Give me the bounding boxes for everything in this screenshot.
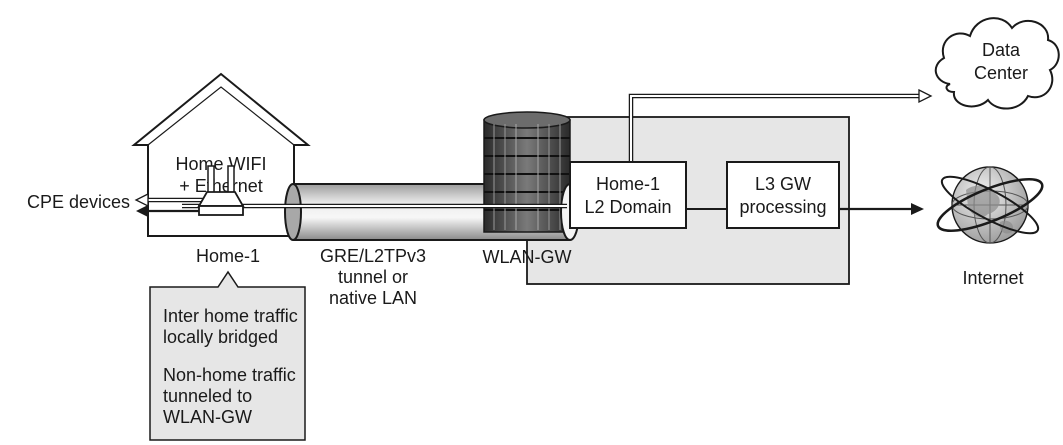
tunnel-label-line3: native LAN bbox=[329, 288, 417, 308]
tunnel-label-line2: tunnel or bbox=[338, 267, 408, 287]
l2-domain-label-line1: Home-1 bbox=[596, 174, 660, 194]
l3-gw-label-line2: processing bbox=[739, 197, 826, 217]
l3-gw-label-line1: L3 GW bbox=[755, 174, 811, 194]
callout-line1: Inter home traffic bbox=[163, 306, 298, 326]
tunnel-label-line1: GRE/L2TPv3 bbox=[320, 246, 426, 266]
callout-line5: WLAN-GW bbox=[163, 407, 252, 427]
wlan-gw-label: WLAN-GW bbox=[483, 247, 572, 267]
internet-globe-icon bbox=[932, 167, 1048, 243]
callout-line3: Non-home traffic bbox=[163, 365, 296, 385]
data-center-label-line1: Data bbox=[982, 40, 1021, 60]
l2-domain-box bbox=[570, 162, 686, 228]
data-center-label-line2: Center bbox=[974, 63, 1028, 83]
home-name-label: Home-1 bbox=[196, 246, 260, 266]
internet-arrow bbox=[839, 203, 924, 215]
home-wifi-label: Home WIFI bbox=[175, 154, 266, 174]
internet-label: Internet bbox=[962, 268, 1023, 288]
cpe-devices-label: CPE devices bbox=[27, 192, 130, 212]
callout-line2: locally bridged bbox=[163, 327, 278, 347]
wlan-gw-tower bbox=[484, 112, 570, 232]
l2-domain-label-line2: L2 Domain bbox=[584, 197, 671, 217]
l3-gw-box bbox=[727, 162, 839, 228]
callout-line4: tunneled to bbox=[163, 386, 252, 406]
